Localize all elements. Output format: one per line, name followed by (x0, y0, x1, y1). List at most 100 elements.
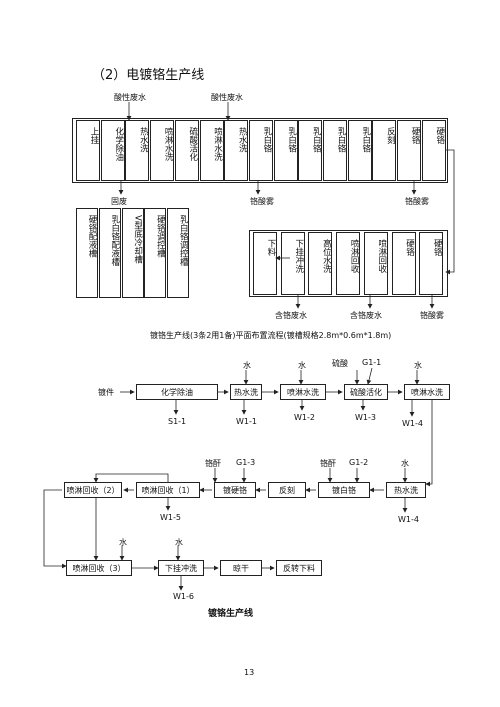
water-tag: 水 (119, 538, 127, 547)
emission-tag: G1-1 (362, 358, 382, 367)
plan-row1-frame (72, 118, 448, 183)
water-tag: 水 (243, 361, 251, 370)
aux-tank-label: 硬铬配液槽 (87, 215, 97, 258)
tank: 下挂冲洗 (280, 232, 305, 295)
tank-label: 化学除油 (113, 127, 124, 161)
aux-tank-label: 乳白铬调控槽 (178, 215, 189, 266)
tank-label: 喷淋回收 (376, 239, 387, 273)
tank-label: 乳白铬 (261, 127, 272, 153)
water-tag: 水 (414, 361, 422, 370)
chrome-anhydride-tag: 铬酐 (320, 459, 336, 468)
page-number: 13 (244, 668, 255, 677)
hard-chrome-step: 镀硬铬 (214, 482, 256, 498)
aux-tank-label: V型底冷却槽 (132, 215, 143, 264)
tank-label: 硬铬 (410, 127, 421, 144)
tank-label: 高位水洗 (321, 239, 332, 273)
tank-label: 硬铬 (404, 239, 415, 256)
tank-label: 硬铬 (432, 239, 443, 256)
tank: 喷淋回收 (363, 232, 388, 295)
tank: 下料 (253, 232, 277, 295)
tank-label: 硫酸活化 (187, 127, 198, 161)
workpiece-label: 镀件 (98, 388, 114, 397)
degrease-step: 化学除油 (136, 384, 218, 400)
emission-tag: W1-1 (236, 417, 257, 426)
tank: 上挂 (76, 120, 100, 181)
aux-tank: 乳白铬配液槽 (98, 208, 121, 298)
chrome-mist-label: 铬酸雾 (250, 197, 274, 206)
tank: 高位水洗 (308, 232, 333, 295)
tank: 乳白铬 (248, 120, 273, 181)
emission-tag: W1-5 (160, 513, 181, 522)
plan-caption: 镀铬生产线(3条2用1备)平面布置流程(镀槽规格2.8m*0.6m*1.8m) (150, 331, 392, 340)
hot-wash-step: 热水洗 (230, 384, 262, 400)
flow-caption: 镀铬生产线 (208, 609, 254, 619)
chrome-mist-label: 铬酸雾 (405, 197, 429, 206)
tank-label: 乳白铬 (336, 127, 346, 153)
tank-label: 反刻 (385, 127, 396, 144)
chrome-mist-label: 铬酸雾 (420, 311, 444, 320)
aux-tank: 乳白铬调控槽 (167, 208, 190, 298)
tank: 乳白铬 (273, 120, 298, 181)
tank: 乳白铬 (298, 120, 323, 181)
tank-label: 喷淋水洗 (212, 127, 223, 161)
chrome-wastewater-label: 含铬废水 (275, 311, 307, 320)
tank: 喷淋水洗 (199, 120, 224, 181)
emission-tag: G1-3 (236, 458, 256, 467)
spray-wash-step: 喷淋水洗 (280, 384, 326, 400)
tank: 乳白铬 (347, 120, 372, 181)
tank-label: 喷淋回收 (349, 239, 360, 273)
aux-tank: 硬铬配液槽 (76, 208, 98, 298)
emission-tag: G1-2 (349, 458, 369, 467)
tank-label: 硬铬 (434, 127, 445, 144)
white-chrome-step: 镀白铬 (318, 482, 370, 498)
emission-tag: S1-1 (168, 417, 187, 426)
acid-activation-step: 硫酸活化 (344, 384, 388, 400)
tank: 硬铬 (421, 120, 446, 181)
plan-row2-frame (249, 230, 448, 297)
tank: 反刻 (372, 120, 397, 181)
tank-label: 上挂 (89, 127, 99, 144)
tank-label: 喷淋水洗 (163, 127, 174, 161)
emission-tag: W1-4 (398, 515, 419, 524)
water-tag: 水 (175, 538, 183, 547)
chrome-anhydride-tag: 铬酐 (205, 459, 221, 468)
water-tag: 水 (298, 361, 306, 370)
spray-recovery-1: 喷淋回收（1） (136, 482, 200, 498)
spray-recovery-3: 喷淋回收（3） (66, 560, 132, 576)
tank-label: 热水洗 (237, 127, 248, 153)
emission-tag: W1-6 (173, 592, 194, 601)
unhang-rinse-step: 下挂冲洗 (158, 560, 204, 576)
tank-label: 热水洗 (138, 127, 149, 153)
hot-wash-step: 热水洗 (386, 482, 426, 498)
tank: 硬铬 (397, 120, 422, 181)
tank: 喷淋水洗 (150, 120, 175, 181)
sulfuric-acid-tag: 硫酸 (332, 359, 348, 368)
spray-recovery-2: 喷淋回收（2） (64, 482, 122, 498)
tank: 硬铬 (391, 232, 416, 295)
section-heading: （2）电镀铬生产线 (92, 68, 205, 83)
tank-label: 乳白铬 (286, 127, 297, 153)
water-tag: 水 (401, 459, 409, 468)
emission-tag: W1-3 (355, 413, 376, 422)
tank-label: 乳白铬 (311, 127, 322, 153)
tank: 硫酸活化 (174, 120, 199, 181)
emission-tag: W1-4 (402, 419, 423, 428)
dry-step: 晾干 (220, 560, 262, 576)
chrome-wastewater-label: 含铬废水 (350, 311, 382, 320)
tank: 化学除油 (100, 120, 125, 181)
aux-tank: V型底冷却槽 (121, 208, 144, 298)
tank-label: 下挂冲洗 (293, 239, 304, 273)
tank: 热水洗 (125, 120, 150, 181)
acid-wastewater-label: 酸性废水 (211, 93, 243, 102)
aux-tank: 硬铬调控槽 (144, 208, 167, 298)
aux-tank-label: 硬铬调控槽 (155, 215, 166, 258)
tank: 乳白铬 (323, 120, 347, 181)
acid-wastewater-label: 酸性废水 (114, 93, 146, 102)
tank-label: 乳白铬 (360, 127, 371, 153)
unload-step: 反转下料 (276, 560, 322, 576)
solid-waste-label: 固废 (111, 197, 127, 206)
etch-step: 反刻 (268, 482, 306, 498)
tank-label: 下料 (266, 239, 276, 256)
spray-wash-step: 喷淋水洗 (404, 384, 450, 400)
